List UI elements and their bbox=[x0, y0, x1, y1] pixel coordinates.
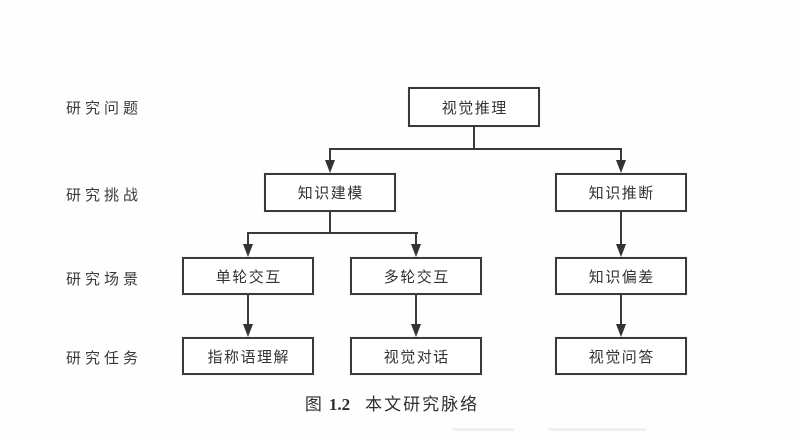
figure-caption-number: 1.2 bbox=[328, 395, 351, 414]
connector-root-stem bbox=[473, 127, 475, 148]
connector-scenario3-stem bbox=[620, 295, 622, 324]
node-knowledge-inference: 知识推断 bbox=[555, 173, 687, 212]
node-visual-question-answering: 视觉问答 bbox=[555, 337, 687, 375]
figure-caption-title: 本文研究脉络 bbox=[365, 395, 480, 414]
connector-modeling-drop-left bbox=[247, 234, 249, 244]
arrow-down-icon bbox=[411, 244, 421, 257]
arrow-down-icon bbox=[616, 160, 626, 173]
figure-caption-prefix: 图 bbox=[304, 395, 322, 414]
arrow-down-icon bbox=[411, 324, 421, 337]
row-label-research-task: 研究任务 bbox=[66, 351, 143, 367]
node-referring-expression-comprehension: 指称语理解 bbox=[182, 337, 314, 375]
node-multi-turn-interaction: 多轮交互 bbox=[350, 257, 482, 295]
node-knowledge-modeling: 知识建模 bbox=[264, 173, 396, 212]
connector-scenario2-stem bbox=[415, 295, 417, 324]
scan-artifact bbox=[452, 428, 514, 431]
figure-caption: 图 1.2 本文研究脉络 bbox=[0, 390, 784, 415]
arrow-down-icon bbox=[616, 244, 626, 257]
row-label-research-challenge: 研究挑战 bbox=[66, 188, 143, 204]
node-single-turn-interaction: 单轮交互 bbox=[182, 257, 314, 295]
connector-inference-stem bbox=[620, 212, 622, 244]
connector-scenario1-stem bbox=[247, 295, 249, 324]
scan-artifact bbox=[548, 428, 646, 431]
arrow-down-icon bbox=[325, 160, 335, 173]
arrow-down-icon bbox=[243, 324, 253, 337]
connector-root-crossbar bbox=[329, 148, 622, 150]
connector-modeling-drop-right bbox=[415, 234, 417, 244]
node-visual-reasoning: 视觉推理 bbox=[408, 87, 540, 127]
node-knowledge-bias: 知识偏差 bbox=[555, 257, 687, 295]
node-visual-dialogue: 视觉对话 bbox=[350, 337, 482, 375]
connector-modeling-crossbar bbox=[247, 232, 418, 234]
connector-root-drop-right bbox=[620, 150, 622, 160]
arrow-down-icon bbox=[243, 244, 253, 257]
connector-root-drop-left bbox=[329, 150, 331, 160]
connector-modeling-stem bbox=[329, 212, 331, 232]
row-label-research-scenario: 研究场景 bbox=[66, 272, 143, 288]
row-label-research-question: 研究问题 bbox=[66, 101, 143, 117]
arrow-down-icon bbox=[616, 324, 626, 337]
